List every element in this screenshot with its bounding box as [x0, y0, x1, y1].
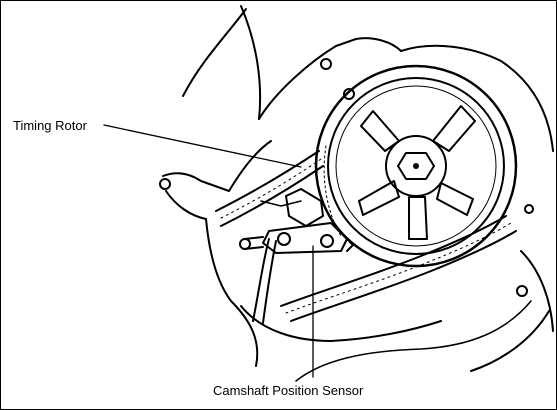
mounting-bolts: [159, 58, 534, 297]
sensor-wiring: [252, 238, 277, 324]
engine-cover-outline: [162, 5, 554, 382]
timing-rotor-label: Timing Rotor: [13, 118, 87, 133]
camshaft-position-sensor: [239, 188, 354, 254]
camshaft-position-sensor-label: Camshaft Position Sensor: [213, 383, 364, 398]
camshaft-pulley: [314, 64, 518, 268]
timing-rotor-leader: [103, 124, 302, 168]
timing-belt: [215, 150, 517, 322]
